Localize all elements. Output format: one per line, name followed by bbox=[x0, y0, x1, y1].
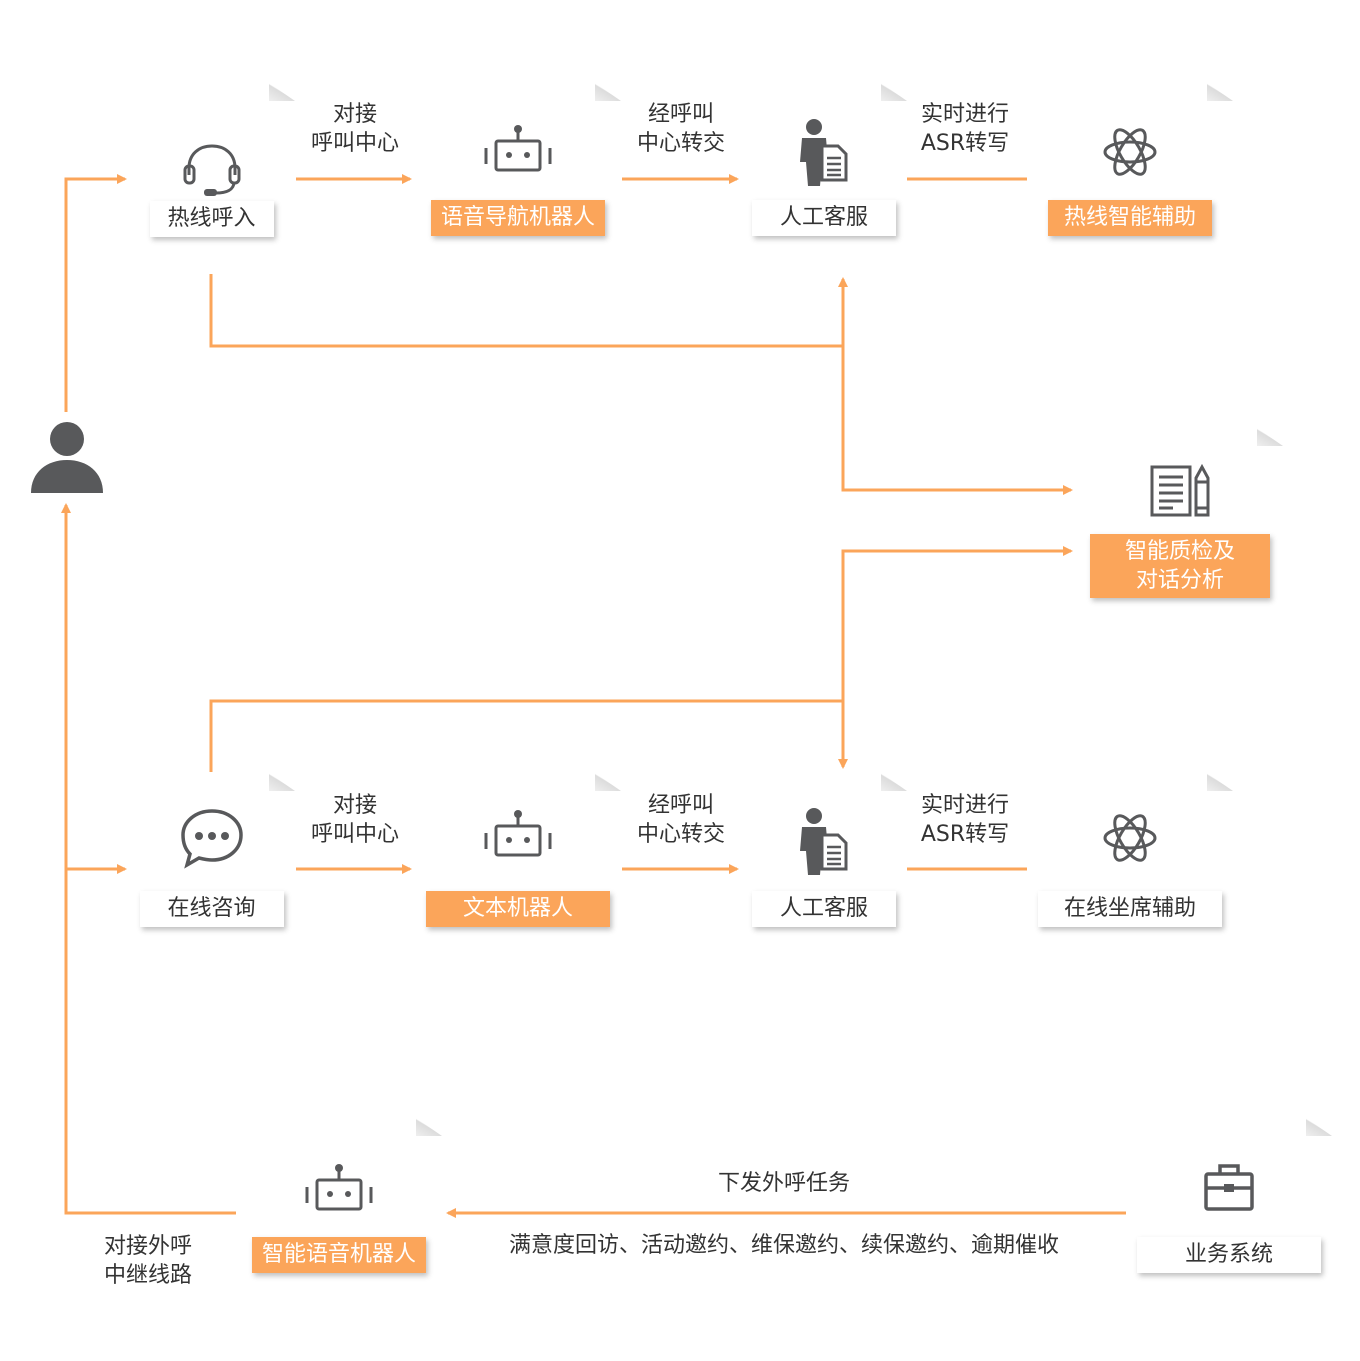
edge-outbound-to-user bbox=[61, 503, 236, 1215]
edge-label-connect-callcenter: 对接呼叫中心 bbox=[310, 102, 399, 156]
chat-bubble-icon bbox=[179, 807, 245, 869]
robot-icon bbox=[303, 1162, 375, 1214]
atom-icon bbox=[1102, 123, 1158, 181]
edge-label-task-types: 满意度回访、活动邀约、维保邀约、续保邀约、逾期催收 bbox=[508, 1233, 1059, 1258]
edge-user-to-hotline bbox=[64, 174, 127, 412]
label-voice-robot: 智能语音机器人 bbox=[252, 1237, 426, 1273]
headset-icon bbox=[182, 143, 242, 199]
node-online-consult: 在线咨询 bbox=[128, 773, 295, 964]
edge-label-connect-callcenter-2: 对接呼叫中心 bbox=[310, 793, 399, 847]
node-text-robot: 文本机器人 bbox=[415, 773, 621, 964]
edge-online-up bbox=[209, 699, 843, 772]
label-seat-assist: 在线坐席辅助 bbox=[1038, 891, 1222, 927]
label-voice-nav-robot: 语音导航机器人 bbox=[431, 200, 605, 236]
edge-label-dispatch-task: 下发外呼任务 bbox=[717, 1171, 850, 1196]
label-agent-hotline: 人工客服 bbox=[752, 200, 896, 236]
label-online-consult: 在线咨询 bbox=[140, 891, 284, 927]
robot-icon bbox=[482, 123, 554, 175]
edge-label-callcenter-transfer-2: 经呼叫中心转交 bbox=[636, 793, 725, 847]
label-agent-online: 人工客服 bbox=[752, 891, 896, 927]
briefcase-icon bbox=[1203, 1162, 1255, 1212]
node-agent-hotline: 人工客服 bbox=[741, 83, 907, 274]
node-voice-nav-robot: 语音导航机器人 bbox=[415, 83, 621, 274]
node-voice-robot: 智能语音机器人 bbox=[236, 1118, 442, 1309]
edge-to-quality-2 bbox=[841, 546, 1073, 701]
label-quality-analysis: 智能质检及对话分析 bbox=[1090, 534, 1270, 598]
node-quality-analysis: 智能质检及对话分析 bbox=[1077, 428, 1283, 619]
node-business-system: 业务系统 bbox=[1126, 1118, 1332, 1309]
node-agent-online: 人工客服 bbox=[741, 773, 907, 964]
label-hotline-assist: 热线智能辅助 bbox=[1048, 200, 1212, 236]
edge-hotline-down bbox=[209, 274, 843, 348]
robot-icon bbox=[482, 808, 554, 860]
label-hotline-in: 热线呼入 bbox=[150, 201, 274, 237]
edge-label-callcenter-transfer: 经呼叫中心转交 bbox=[636, 102, 725, 156]
user-icon bbox=[30, 420, 104, 494]
node-hotline-assist: 热线智能辅助 bbox=[1027, 83, 1233, 274]
agent-document-icon bbox=[798, 118, 850, 188]
edge-label-trunk: 对接外呼中继线路 bbox=[103, 1234, 192, 1288]
report-pencil-icon bbox=[1149, 464, 1211, 518]
atom-icon bbox=[1102, 809, 1158, 867]
node-hotline-in: 热线呼入 bbox=[128, 83, 295, 274]
agent-document-icon bbox=[798, 807, 850, 877]
edge-to-quality-1 bbox=[841, 346, 1073, 495]
label-business-system: 业务系统 bbox=[1137, 1237, 1321, 1273]
label-text-robot: 文本机器人 bbox=[426, 891, 610, 927]
node-seat-assist: 在线坐席辅助 bbox=[1027, 773, 1233, 964]
